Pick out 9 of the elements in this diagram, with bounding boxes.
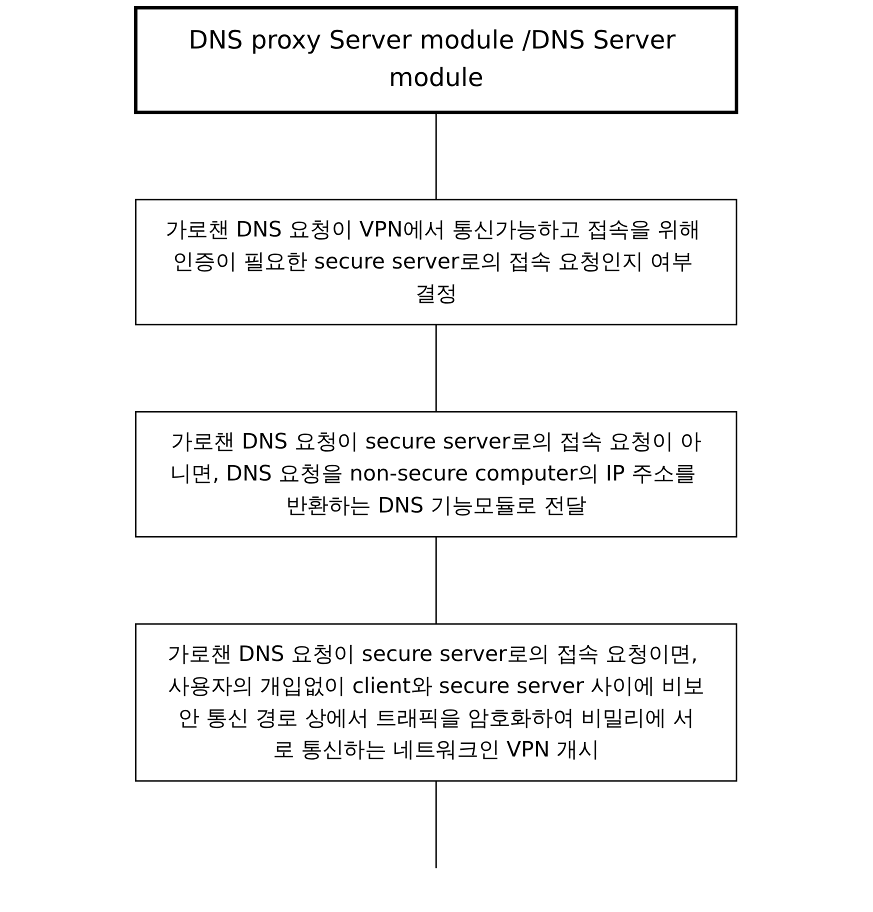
flowchart-drawing: DNS proxy Server module /DNS Server module 가로챈 DNS 요청이 VPN에서 통신가능하고 접속을 위해 인증이 필요한 secure server로의 접속 요청인지 여부 결정 가로챈 DNS 요청이 secure server로의 접속 요청이 아니면, DNS 요청을 non-secure computer의 IP 주소를 반환하는 DNS 기능모듈로 전달 가로챈 DNS 요청이 secure server로의 접속 요청이면, 사용자의 개입없이 client와 secure server 사이에 비보안 통신 경로 상에서 트래픽을 암호화하여 비밀리에 서로 통신하는 네트워크인 VPN 개시 <box>128 0 745 905</box>
node-box <box>134 6 739 114</box>
node-box <box>135 198 738 326</box>
connector <box>436 112 438 200</box>
connector <box>436 536 438 624</box>
node-box <box>135 411 738 538</box>
node-box <box>135 623 738 782</box>
connector <box>436 324 438 412</box>
connector <box>436 780 438 868</box>
